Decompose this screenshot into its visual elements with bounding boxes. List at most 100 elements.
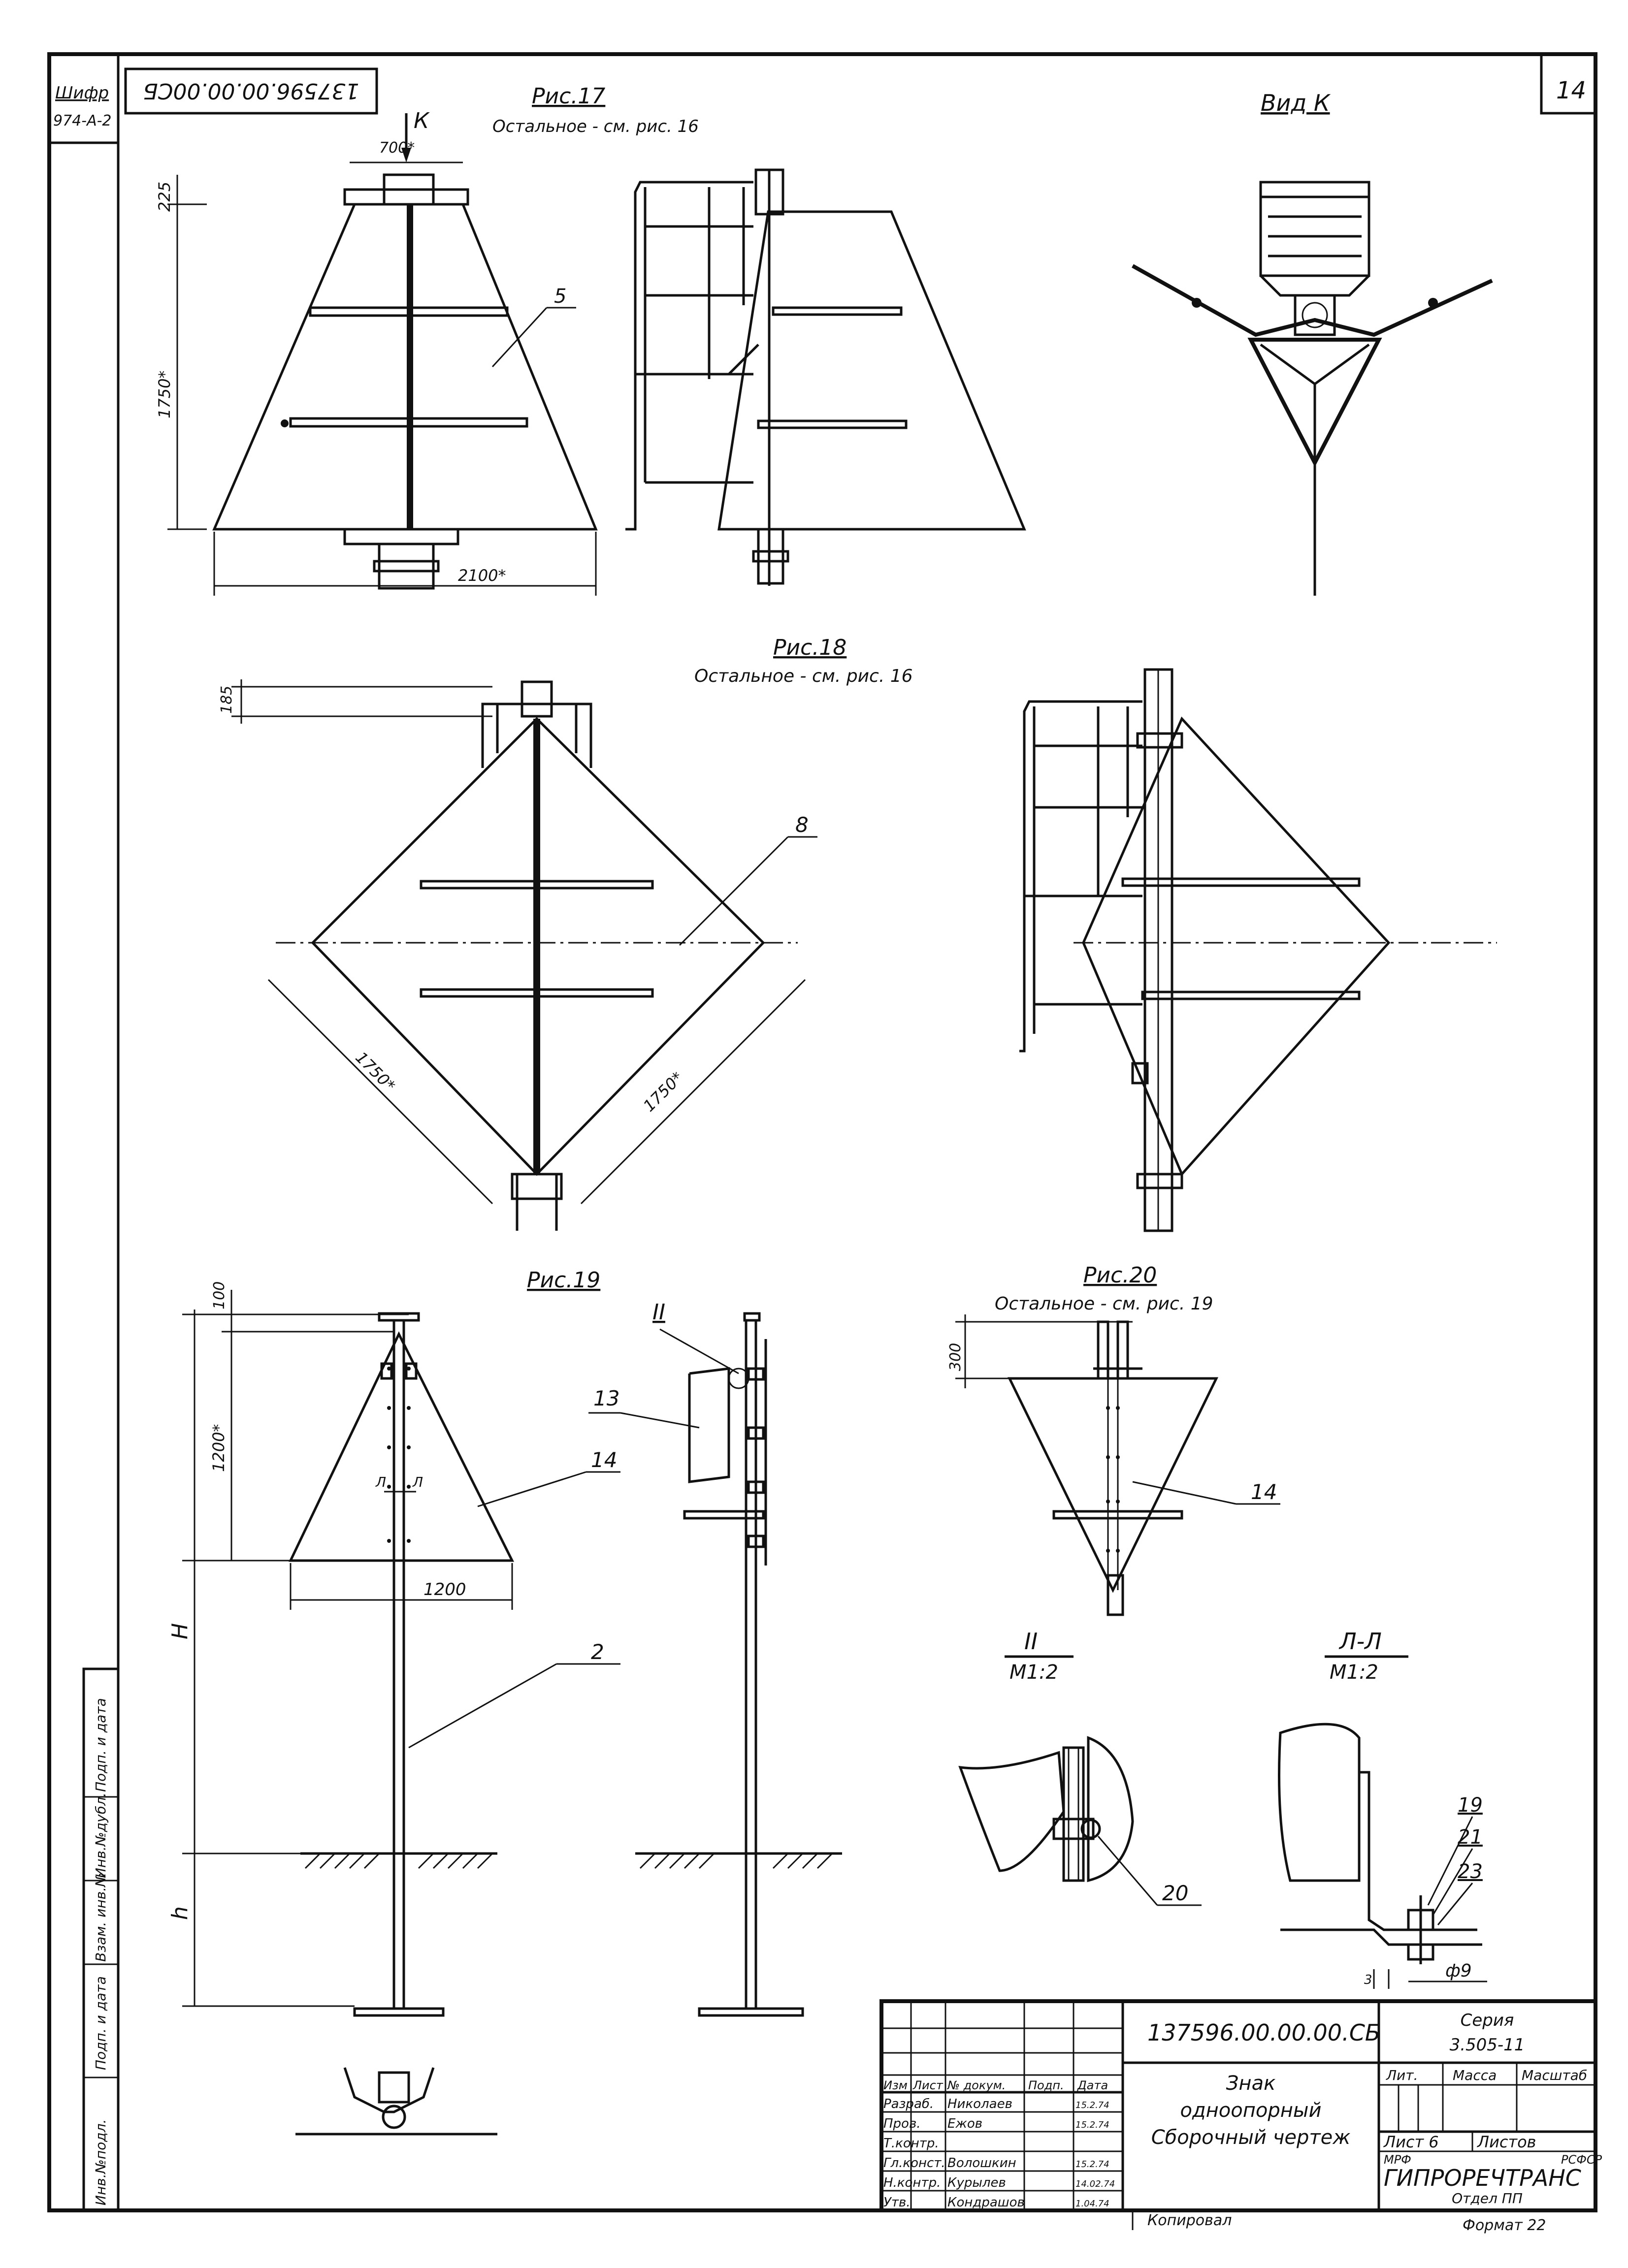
fig17-dim-base-width: 2100* (458, 566, 506, 585)
tb-designation: 137596.00.00.00.СБ (1147, 2019, 1380, 2046)
fig17-note: Остальное - см. рис. 16 (492, 117, 699, 136)
tb-row-name: Николаев (947, 2097, 1012, 2111)
fig18-front: Рис.18 Остальное - см. рис. 16 185 1750*… (218, 635, 913, 1231)
section-ll-callout-23: 23 (1458, 1860, 1483, 1883)
fig19-dim-height: 1200* (209, 1424, 228, 1472)
tb-row-role: Утв. (883, 2195, 911, 2210)
title-block: Изм Лист № докум. Подп. Дата Разраб. Ник… (879, 1999, 1602, 2212)
fig18-dim-side-right: 1750* (640, 1068, 687, 1116)
fig19-front: Рис.19 Л Л 100 1200* H h (167, 1268, 620, 2136)
sheet-frame (47, 52, 1597, 2212)
fig19-dim-base-width: 1200 (423, 1580, 466, 1599)
tb-row-date: 1.04.74 (1075, 2199, 1109, 2209)
fig19-callout-2: 2 (591, 1640, 604, 1664)
tb-row-name: Кондрашов (947, 2195, 1025, 2210)
tb-row-role: Н.контр. (883, 2175, 941, 2190)
tb-col-sign: Подп. (1028, 2078, 1064, 2092)
tb-sheet-label: Лист 6 (1383, 2133, 1439, 2151)
tb-name-line1: Знак (1226, 2072, 1275, 2095)
left-stamp-1: Подп. и дата (93, 1976, 109, 2070)
section-ll-callout-21: 21 (1458, 1826, 1483, 1849)
tb-col-doc: № докум. (946, 2078, 1006, 2092)
tb-row-date: 14.02.74 (1075, 2179, 1115, 2189)
fig19-title: Рис.19 (527, 1268, 600, 1293)
tb-series-value: 3.505-11 (1450, 2035, 1525, 2055)
tb-org-rsfsr: РСФСР (1561, 2153, 1602, 2167)
fig19-callout-13: 13 (593, 1386, 619, 1410)
detail-ii-title: II (1024, 1628, 1038, 1655)
tb-org-mrf: МРФ (1384, 2153, 1411, 2167)
tb-row-role: Разраб. (883, 2097, 934, 2111)
fig19-cut-left: Л (375, 1474, 386, 1490)
section-ll-hole: ф9 (1445, 1961, 1472, 1981)
fig20-note: Остальное - см. рис. 19 (995, 1294, 1213, 1314)
fig17-dim-top-height: 225 (155, 182, 174, 212)
fig18-side (1019, 668, 1497, 1232)
fig19-side: II 13 (588, 1300, 842, 2017)
section-ll: Л-Л М1:2 19 21 23 3 ф9 (1278, 1628, 1487, 1989)
view-k-title: Вид К (1261, 90, 1331, 116)
fig18-dim-offset: 185 (218, 686, 235, 714)
code-stamp-value: 974-А-2 (53, 112, 112, 129)
sheet-number: 14 (1556, 77, 1586, 104)
code-stamp: Шифр 974-А-2 (53, 83, 112, 129)
fig18-callout-8: 8 (795, 813, 809, 837)
tb-name-line2: одноопорный (1180, 2099, 1322, 2122)
sheet-number-box: 14 (1540, 54, 1595, 115)
tb-col-scale: Масштаб (1522, 2067, 1587, 2083)
fig19-cut-right: Л (412, 1474, 423, 1490)
tb-col-mass: Масса (1453, 2067, 1497, 2083)
tb-row-role: Пров. (883, 2116, 921, 2131)
section-ll-callout-19: 19 (1458, 1794, 1483, 1817)
fig17-view-arrow-label: К (414, 108, 430, 133)
fig17-dim-top-width: 700* (379, 139, 415, 157)
tb-col-lit: Лит. (1386, 2067, 1418, 2083)
copied-label: Копировал (1147, 2212, 1232, 2229)
fig17-callout-5: 5 (554, 285, 566, 308)
mirrored-designation-box: 137596.00.00.00СБ (124, 67, 378, 115)
tb-row-date: 15.2.74 (1075, 2159, 1109, 2170)
section-ll-scale: М1:2 (1330, 1661, 1378, 1684)
tb-row-role: Гл.конст. (883, 2156, 945, 2171)
tb-org-name: ГИПРОРЕЧТРАНС (1384, 2165, 1581, 2191)
format-label: Формат 22 (1463, 2217, 1546, 2234)
detail-ii-scale: М1:2 (1009, 1661, 1058, 1684)
section-ll-title: Л-Л (1338, 1628, 1382, 1655)
tb-col-izm: Изм (883, 2078, 908, 2092)
fig20-callout-14: 14 (1251, 1480, 1277, 1504)
left-stamp-4: Подп. и дата (93, 1698, 109, 1792)
fig18-dim-side-left: 1750* (352, 1048, 399, 1095)
detail-ii-callout-20: 20 (1162, 1881, 1188, 1905)
fig17-title: Рис.17 (532, 84, 605, 109)
left-stamp-2: Взам. инв.№ (93, 1873, 109, 1962)
fig19-callout-14: 14 (591, 1448, 617, 1472)
tb-col-date: Дата (1077, 2078, 1108, 2092)
fig20-dim-offset: 300 (947, 1343, 964, 1371)
fig19-dim-top: 100 (211, 1281, 228, 1310)
tb-row-name: Курылев (947, 2175, 1006, 2190)
tb-col-list: Лист (912, 2078, 944, 2092)
fig19-dim-h: h (167, 1906, 193, 1920)
tb-row-name: Ежов (947, 2116, 982, 2131)
fig18-title: Рис.18 (773, 635, 847, 660)
tb-org-dept: Отдел ПП (1452, 2190, 1523, 2206)
detail-ii: II М1:2 20 (958, 1628, 1202, 1906)
fig17-front: Рис.17 Остальное - см. рис. 16 К 700* 22… (155, 84, 699, 596)
tb-series-label: Серия (1461, 2011, 1514, 2030)
fig19-dim-H: H (167, 1623, 193, 1639)
left-stamp-0: Инв.№подл. (93, 2119, 109, 2205)
tb-row-date: 15.2.74 (1075, 2120, 1109, 2130)
fig18-note: Остальное - см. рис. 16 (694, 666, 913, 686)
tb-sheets-label: Листов (1477, 2133, 1536, 2151)
fig20: Рис.20 Остальное - см. рис. 19 300 14 (947, 1263, 1280, 1616)
tb-row-name: Волошкин (947, 2156, 1016, 2171)
section-ll-dim-small: 3 (1364, 1973, 1372, 1987)
left-stamp-3: Инв.№дубл. (93, 1792, 109, 1878)
left-stamps: Инв.№подл. Подп. и дата Взам. инв.№ Инв.… (82, 1667, 120, 2212)
tb-row-role: Т.контр. (883, 2136, 939, 2151)
view-k: Вид К (1132, 90, 1493, 596)
fig20-title: Рис.20 (1083, 1263, 1157, 1288)
mirrored-designation: 137596.00.00.00СБ (143, 78, 359, 103)
tb-name-line3: Сборочный чертеж (1151, 2126, 1351, 2149)
fig19-section-mark: II (652, 1300, 665, 1325)
